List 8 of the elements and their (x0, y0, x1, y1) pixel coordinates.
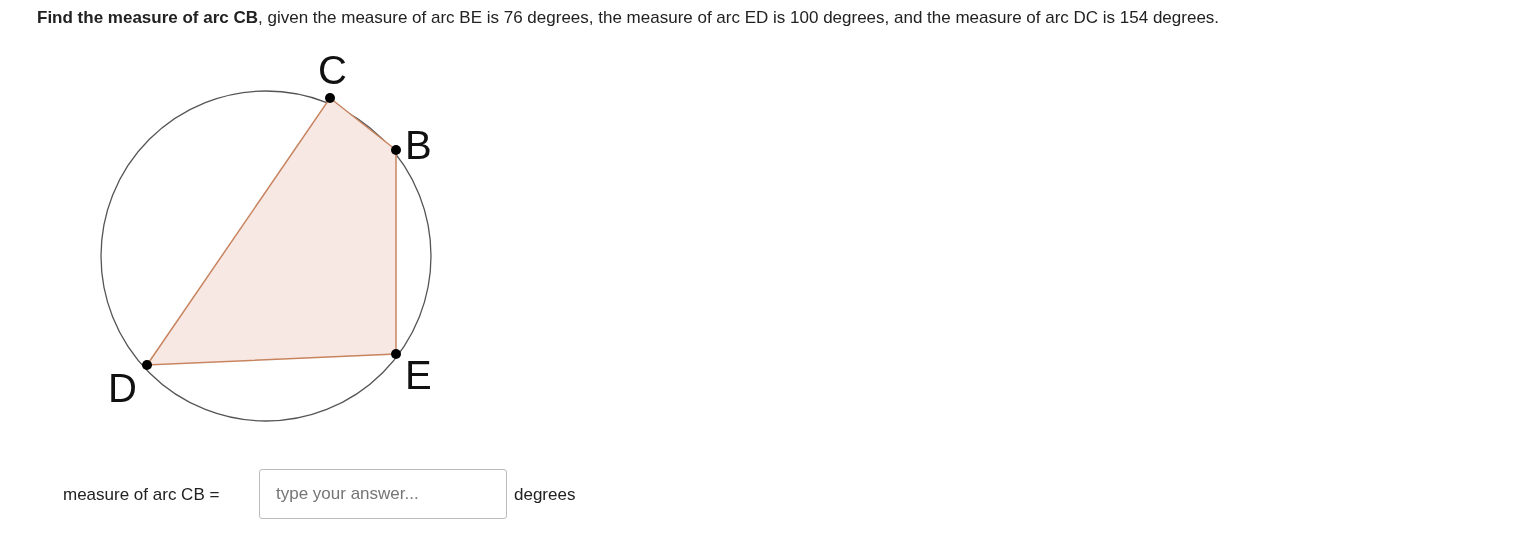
question-text: Find the measure of arc CB, given the measure of arc BE is 76 degrees, the measure of arc ED is 100 degrees, and the measure of arc DC is 154 degrees. (37, 8, 1220, 28)
answer-field: type your answer... (259, 469, 507, 519)
point-label: B (405, 125, 432, 165)
unit-text: degrees (514, 485, 576, 505)
prompt-text: measure of arc CB = (63, 485, 220, 505)
point-label: E (405, 355, 432, 395)
point-label: C (318, 50, 347, 90)
point-label: D (108, 368, 137, 408)
